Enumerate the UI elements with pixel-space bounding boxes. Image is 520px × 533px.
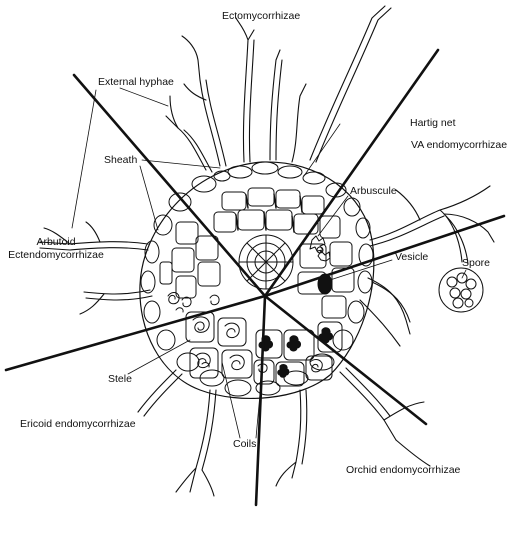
root-cross-section xyxy=(139,161,375,399)
arbuscule-structures xyxy=(309,235,331,262)
arbutoid-external-hyphae xyxy=(39,221,153,315)
label-sheath: Sheath xyxy=(104,154,138,166)
label-ericoid: Ericoid endomycorrhizae xyxy=(20,418,136,430)
sector-dividers xyxy=(4,48,506,507)
label-coils: Coils xyxy=(233,438,257,450)
arbutoid-coils xyxy=(167,291,220,313)
label-arbutoid: Arbutoid Ectendomycorrhizae xyxy=(2,236,110,262)
orchid-coils xyxy=(257,359,323,373)
label-hartig-net: Hartig net xyxy=(410,117,456,129)
label-arbuscule: Arbuscule xyxy=(350,185,397,197)
label-vesicle: Vesicle xyxy=(395,251,429,263)
hartig-net xyxy=(235,193,303,233)
ecto-external-hyphae xyxy=(165,5,392,173)
label-arbutoid-line2: Ectendomycorrhizae xyxy=(8,249,104,261)
label-stele: Stele xyxy=(108,373,132,385)
vesicle xyxy=(317,273,333,295)
label-external-hyphae: External hyphae xyxy=(98,76,174,88)
leader-lines xyxy=(71,87,467,439)
stele-cells xyxy=(238,234,294,290)
label-va-endomycorrhizae: VA endomycorrhizae xyxy=(411,139,508,151)
root-outer-boundary xyxy=(139,161,375,399)
spore xyxy=(438,267,484,313)
label-arbutoid-line1: Arbutoid xyxy=(36,236,76,248)
label-ectomycorrhizae: Ectomycorrhizae xyxy=(222,10,301,22)
orchid-external-hyphae xyxy=(275,367,431,487)
ericoid-external-hyphae xyxy=(137,369,217,497)
label-orchid: Orchid endomycorrhizae xyxy=(346,464,461,476)
inner-cortex-cells xyxy=(159,187,355,387)
label-spore: Spore xyxy=(462,257,491,269)
va-external-hyphae xyxy=(359,185,495,347)
ericoid-coils xyxy=(192,316,245,371)
